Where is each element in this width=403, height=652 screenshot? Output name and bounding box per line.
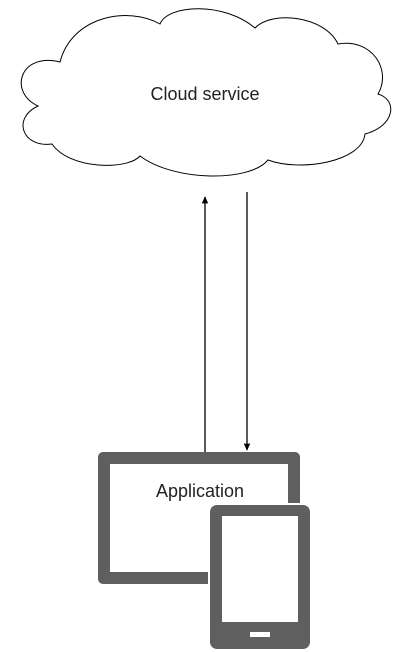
tablet-icon <box>208 503 312 651</box>
cloud-service-label: Cloud service <box>150 84 260 104</box>
home-button-icon <box>250 632 270 637</box>
cloud-shape <box>20 8 392 177</box>
application-label: Application <box>155 481 245 501</box>
